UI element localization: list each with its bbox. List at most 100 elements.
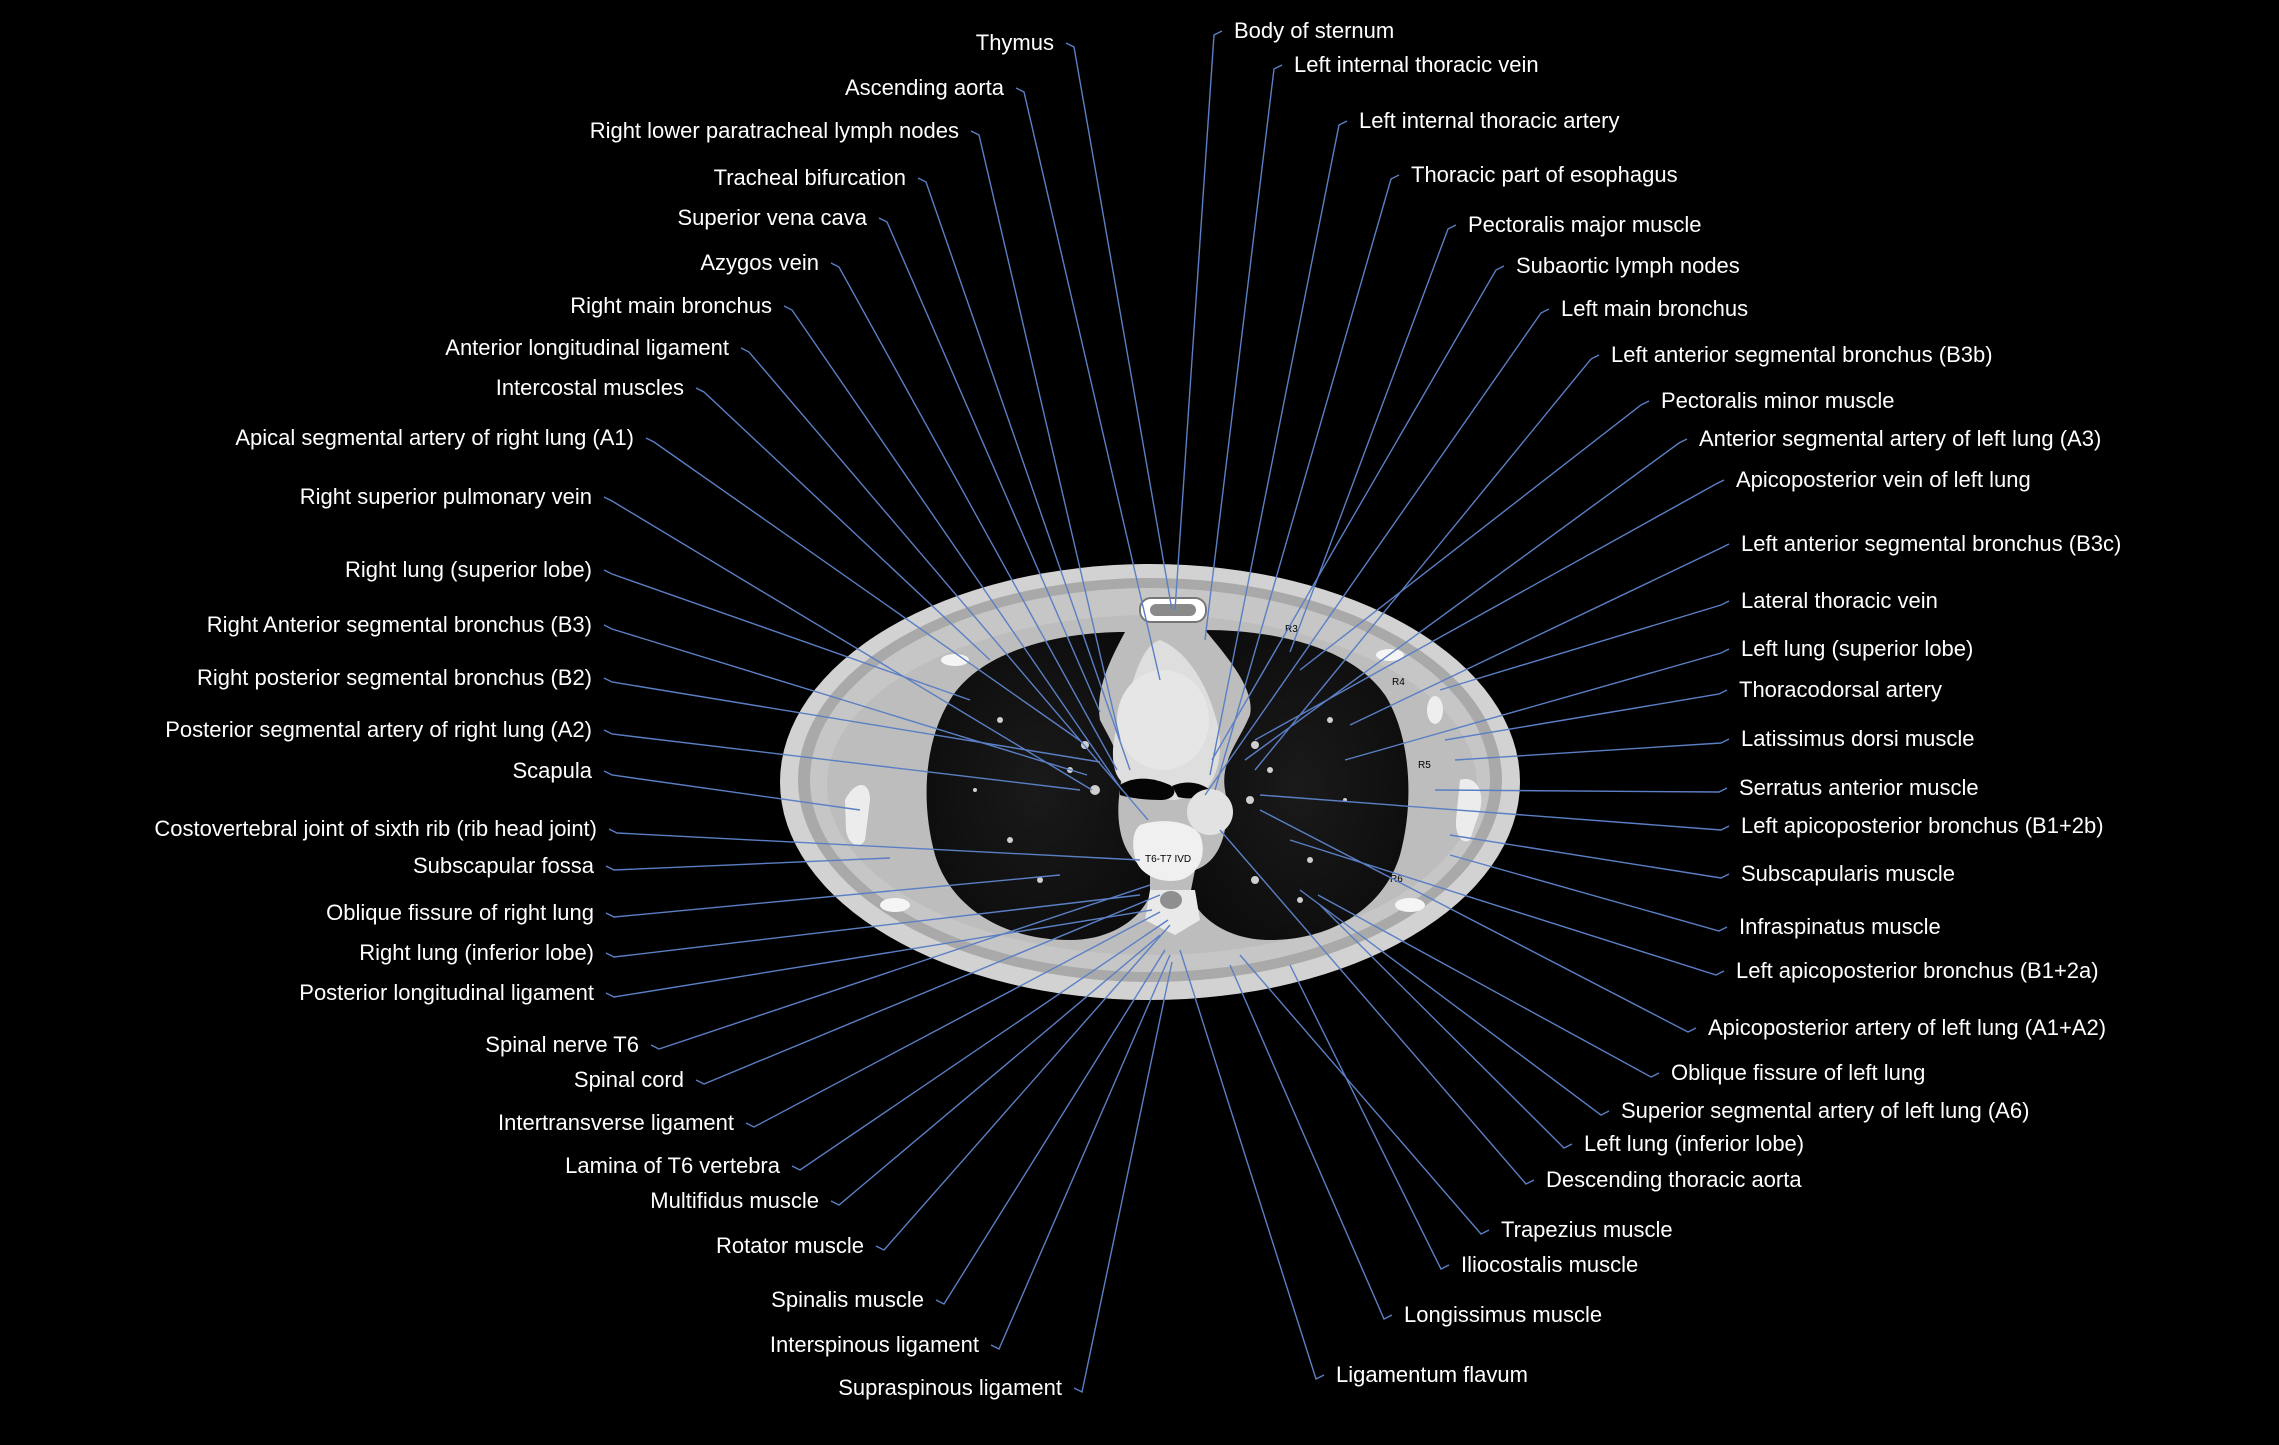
left-label-30: Supraspinous ligament: [838, 1375, 1062, 1400]
left-label-28: Spinalis muscle: [771, 1287, 924, 1312]
left-leader-line-12: [603, 569, 971, 701]
left-label-23: Spinal cord: [574, 1067, 684, 1092]
left-label-12: Right lung (superior lobe): [345, 557, 592, 582]
left-label-16: Scapula: [512, 758, 592, 783]
right-label-12: Left anterior segmental bronchus (B3c): [1741, 531, 2121, 556]
rib-mark-r3: R3: [1285, 624, 1298, 635]
right-leader-line-11: [1254, 479, 1725, 741]
right-label-23: Oblique fissure of left lung: [1671, 1060, 1925, 1085]
left-label-13: Right Anterior segmental bronchus (B3): [207, 612, 592, 637]
right-label-16: Latissimus dorsi muscle: [1741, 726, 1975, 751]
left-label-20: Right lung (inferior lobe): [359, 940, 594, 965]
right-label-6: Subaortic lymph nodes: [1516, 253, 1740, 278]
left-label-11: Right superior pulmonary vein: [300, 484, 592, 509]
right-label-22: Apicoposterior artery of left lung (A1+A…: [1708, 1015, 2106, 1040]
right-leader-line-25: [1319, 904, 1573, 1149]
left-label-29: Interspinous ligament: [770, 1332, 979, 1357]
right-leader-line-16: [1454, 738, 1730, 761]
left-leader-line-29: [990, 954, 1171, 1350]
left-leader-line-24: [745, 911, 1161, 1128]
left-label-18: Subscapular fossa: [413, 853, 595, 878]
left-leader-line-21: [605, 909, 1153, 998]
right-label-2: Left internal thoracic vein: [1294, 52, 1539, 77]
left-leader-line-23: [695, 894, 1161, 1085]
right-leader-line-28: [1289, 964, 1450, 1270]
left-label-15: Posterior segmental artery of right lung…: [165, 717, 592, 742]
right-label-29: Longissimus muscle: [1404, 1302, 1602, 1327]
rib-mark-r5: R5: [1418, 760, 1431, 771]
right-leader-line-27: [1239, 954, 1490, 1235]
right-label-4: Thoracic part of esophagus: [1411, 162, 1678, 187]
left-leader-line-11: [603, 496, 1093, 791]
right-leader-line-18: [1259, 794, 1730, 831]
vertebral-level-mark: T6-T7 IVD: [1145, 854, 1191, 865]
right-leader-line-13: [1439, 600, 1730, 691]
left-label-17: Costovertebral joint of sixth rib (rib h…: [154, 816, 597, 841]
left-leader-line-8: [740, 347, 1149, 821]
left-label-7: Right main bronchus: [570, 293, 772, 318]
right-label-26: Descending thoracic aorta: [1546, 1167, 1802, 1192]
left-leader-line-20: [605, 894, 1141, 958]
right-leader-line-8: [1254, 354, 1600, 771]
right-leader-line-23: [1317, 894, 1660, 1078]
left-label-14: Right posterior segmental bronchus (B2): [197, 665, 592, 690]
right-label-1: Body of sternum: [1234, 18, 1394, 43]
right-label-21: Left apicoposterior bronchus (B1+2a): [1736, 958, 2099, 983]
right-label-3: Left internal thoracic artery: [1359, 108, 1619, 133]
vertebra-shape: [1133, 821, 1203, 881]
right-leader-line-30: [1179, 949, 1325, 1380]
right-leader-line-9: [1299, 400, 1650, 671]
right-leader-line-6: [1211, 265, 1505, 761]
left-label-19: Oblique fissure of right lung: [326, 900, 594, 925]
left-lung-region: [1190, 630, 1409, 940]
right-leader-line-26: [1219, 829, 1535, 1185]
right-leader-line-5: [1289, 224, 1457, 653]
left-leader-line-25: [791, 919, 1169, 1171]
right-leader-line-12: [1349, 543, 1730, 726]
left-label-3: Right lower paratracheal lymph nodes: [590, 118, 959, 143]
left-label-5: Superior vena cava: [677, 205, 867, 230]
left-label-2: Ascending aorta: [845, 75, 1005, 100]
right-label-19: Subscapularis muscle: [1741, 861, 1955, 886]
right-label-8: Left anterior segmental bronchus (B3b): [1611, 342, 1993, 367]
right-leader-line-17: [1434, 787, 1728, 793]
right-label-7: Left main bronchus: [1561, 296, 1748, 321]
right-leader-line-7: [1204, 308, 1550, 796]
aorta-shape: [1187, 789, 1233, 835]
right-label-18: Left apicoposterior bronchus (B1+2b): [1741, 813, 2104, 838]
left-leader-line-26: [830, 934, 1161, 1206]
right-label-14: Left lung (superior lobe): [1741, 636, 1973, 661]
right-scapula-shape: [845, 785, 870, 846]
left-leader-line-27: [875, 924, 1171, 1251]
left-label-21: Posterior longitudinal ligament: [299, 980, 594, 1005]
left-label-1: Thymus: [976, 30, 1054, 55]
leader-lines: [603, 30, 1730, 1394]
left-label-26: Multifidus muscle: [650, 1188, 819, 1213]
right-leader-line-19: [1449, 834, 1730, 879]
left-leader-line-2: [1015, 87, 1161, 681]
right-label-25: Left lung (inferior lobe): [1584, 1131, 1804, 1156]
right-label-9: Pectoralis minor muscle: [1661, 388, 1895, 413]
rib-mark-r6: R6: [1390, 874, 1403, 885]
right-leader-line-10: [1244, 438, 1688, 761]
left-label-24: Intertransverse ligament: [498, 1110, 734, 1135]
left-label-6: Azygos vein: [700, 250, 819, 275]
left-leader-line-10: [645, 437, 1083, 743]
left-leader-line-28: [935, 949, 1166, 1305]
left-leader-line-14: [603, 677, 1101, 763]
left-label-4: Tracheal bifurcation: [714, 165, 906, 190]
right-label-13: Lateral thoracic vein: [1741, 588, 1938, 613]
left-label-25: Lamina of T6 vertebra: [565, 1153, 781, 1178]
right-label-15: Thoracodorsal artery: [1739, 677, 1942, 702]
right-label-20: Infraspinatus muscle: [1739, 914, 1941, 939]
left-leader-line-3: [970, 130, 1121, 741]
left-leader-line-5: [878, 217, 1101, 713]
ct-scan-image: R3 R4 R5 R6 T6-T7 IVD: [780, 564, 1520, 1000]
left-leader-line-19: [605, 874, 1061, 918]
rib-mark-r4: R4: [1392, 677, 1405, 688]
right-leader-line-14: [1344, 648, 1730, 761]
left-leader-line-4: [917, 177, 1131, 771]
left-label-22: Spinal nerve T6: [485, 1032, 639, 1057]
